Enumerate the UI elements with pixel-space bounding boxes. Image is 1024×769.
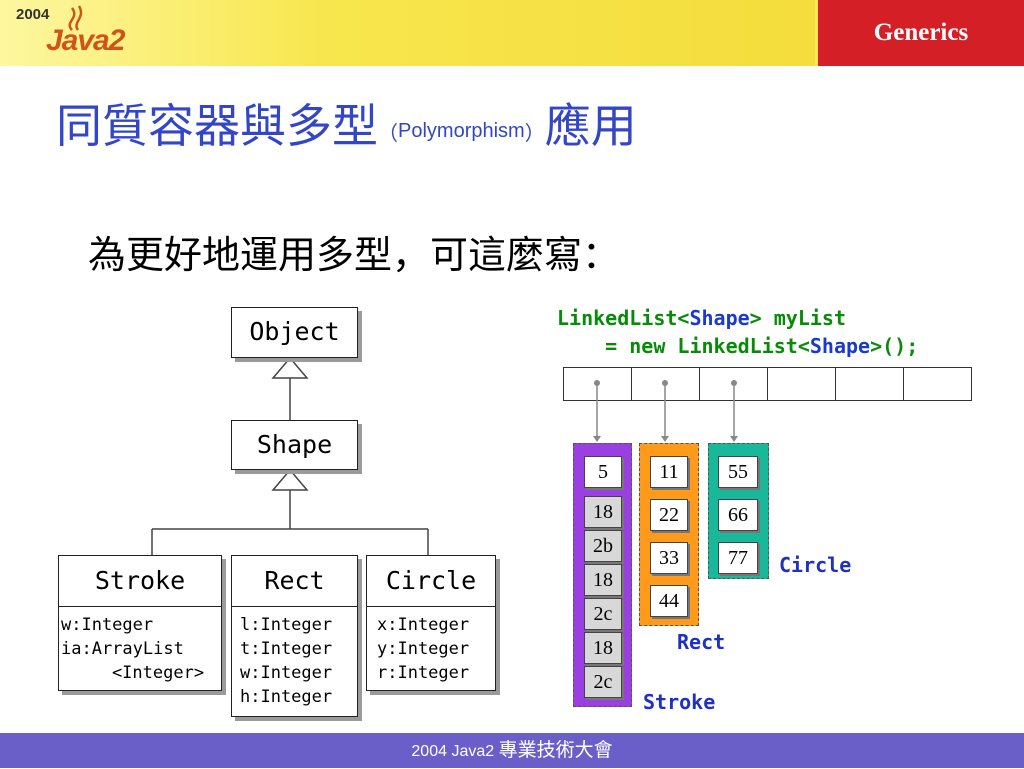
stroke-value-cell: 18 (584, 496, 622, 528)
code-line-2: = new LinkedList<Shape>(); (557, 334, 918, 358)
footer-year: 2004 (411, 743, 447, 760)
code-line-1: LinkedList<Shape> myList (557, 306, 846, 330)
attr-line: w:Integer (61, 615, 154, 635)
pointer-dot (594, 380, 600, 386)
object-class-name: Object (249, 317, 340, 346)
page-title: 同質容器與多型（Polymorphism）應用 (56, 90, 637, 156)
pointer-dot (662, 380, 668, 386)
stroke-value-cell: 2c (584, 666, 622, 698)
object-class-box: Object (231, 307, 358, 358)
rect-value-cell: 11 (650, 456, 688, 488)
header-accent (818, 0, 1024, 66)
logo-suffix: 2 (108, 24, 126, 57)
rect-class-box: Rect l:Integer t:Integer w:Integer h:Intege… (231, 555, 358, 717)
list-slot (835, 367, 904, 401)
attr-line: ia:ArrayList (61, 639, 184, 659)
footer-brand: Java2 (451, 743, 495, 760)
stroke-label: Stroke (643, 690, 716, 714)
rect-value-cell: 33 (650, 542, 688, 574)
attr-line: <Integer> (71, 663, 205, 683)
title-sub: Polymorphism (398, 119, 525, 142)
pointer-dot (731, 380, 737, 386)
circle-class-box: Circle x:Integer y:Integer r:Integer (366, 555, 496, 691)
circle-object: 55 66 77 (708, 443, 769, 579)
footer-bar (0, 733, 1024, 768)
attr-line: r:Integer (377, 663, 470, 683)
circle-value-cell: 77 (718, 542, 758, 574)
attr-line: l:Integer (240, 615, 333, 635)
rect-label: Rect (677, 630, 726, 654)
code-token: Shape (809, 334, 871, 358)
stroke-value-cell: 2c (584, 598, 622, 630)
attr-line: w:Integer (240, 663, 333, 683)
circle-class-name: Circle (367, 556, 495, 607)
stroke-value-cell: 5 (584, 456, 622, 488)
title-suffix: 應用 (544, 101, 637, 152)
code-token: >(); (870, 334, 919, 358)
footer-event: 專業技術大會 (498, 740, 613, 761)
footer-text: 2004 Java2 專業技術大會 (0, 733, 1024, 768)
shape-class-name: Shape (256, 430, 333, 459)
attr-line: h:Integer (240, 687, 333, 707)
list-slot (903, 367, 972, 401)
rect-class-attrs: l:Integer t:Integer w:Integer h:Integer (232, 607, 357, 709)
section-title: Generics (873, 19, 969, 46)
rect-object: 11 22 33 44 (639, 443, 699, 626)
circle-label: Circle (779, 553, 852, 577)
attr-line: y:Integer (377, 639, 470, 659)
logo-year: 2004 (16, 6, 50, 23)
stroke-class-box: Stroke w:Integer ia:ArrayList <Integer> (58, 555, 222, 691)
rect-value-cell: 44 (650, 585, 688, 617)
stroke-class-name: Stroke (59, 556, 221, 607)
code-token: Shape (689, 306, 750, 330)
circle-value-cell: 55 (718, 456, 758, 488)
stroke-class-attrs: w:Integer ia:ArrayList <Integer> (59, 607, 221, 685)
title-paren-open: （ (378, 122, 398, 145)
attr-line: t:Integer (240, 639, 333, 659)
code-token: LinkedList< (557, 306, 690, 330)
circle-class-attrs: x:Integer y:Integer r:Integer (367, 607, 495, 685)
subtitle: 為更好地運用多型，可這麼寫： (88, 235, 621, 277)
stroke-value-cell: 18 (584, 564, 622, 596)
stroke-value-cell: 2b (584, 530, 622, 562)
rect-value-cell: 22 (650, 499, 688, 531)
title-paren-close: ） (524, 122, 545, 145)
rect-class-name: Rect (232, 556, 357, 607)
title-main: 同質容器與多型 (56, 101, 378, 152)
stroke-value-cell: 18 (584, 632, 622, 664)
java-steam-icon (68, 5, 83, 31)
attr-line: x:Integer (377, 615, 470, 635)
code-token: > myList (749, 306, 846, 330)
code-token: = new LinkedList< (557, 334, 810, 358)
circle-value-cell: 66 (718, 499, 758, 531)
shape-class-box: Shape (231, 420, 358, 470)
